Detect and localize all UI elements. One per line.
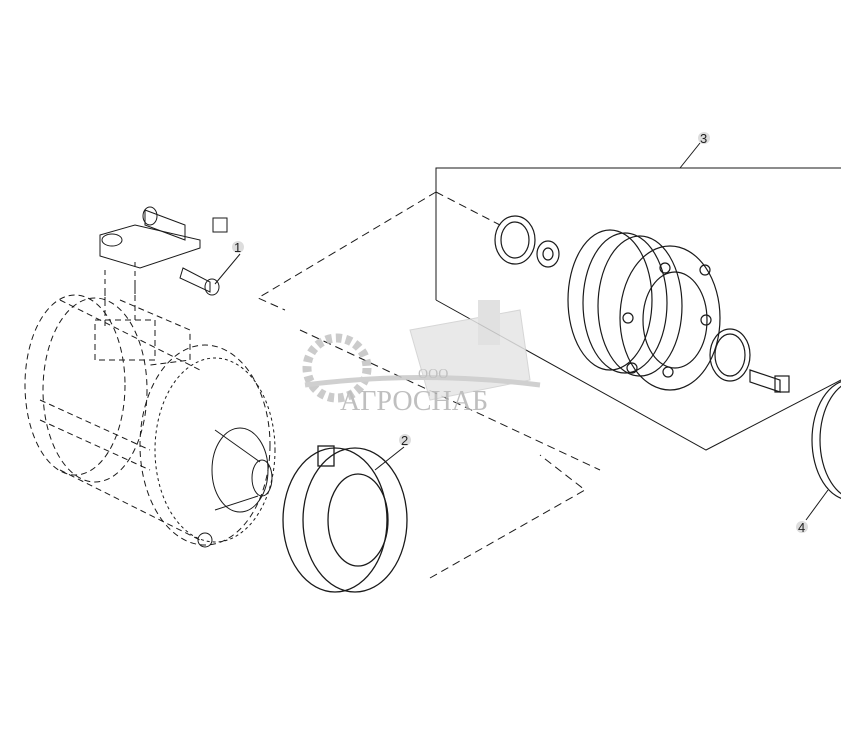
compressor bbox=[24, 285, 201, 541]
callout-label: 2 bbox=[401, 433, 408, 448]
callout-label: 3 bbox=[700, 131, 707, 146]
watermark-name: АГРОСНАБ bbox=[340, 386, 488, 417]
compressor-front-housing bbox=[139, 344, 276, 548]
watermark-logo: ООО АГРОСНАБ bbox=[302, 300, 541, 417]
callout-4: 4 bbox=[796, 520, 808, 535]
callout-3: 3 bbox=[698, 131, 710, 146]
clutch-plate-part-4 bbox=[811, 381, 841, 499]
callout-1: 1 bbox=[232, 240, 244, 255]
callout-leaders bbox=[214, 142, 829, 521]
bolt-part-1 bbox=[179, 267, 220, 296]
callout-label: 4 bbox=[798, 520, 805, 535]
field-coil bbox=[282, 445, 408, 593]
dashed-guide-lines bbox=[256, 191, 601, 579]
watermark-prefix: ООО bbox=[418, 367, 448, 382]
callout-label: 1 bbox=[234, 240, 241, 255]
pulley-assembly bbox=[494, 215, 790, 393]
sensor-assembly bbox=[99, 206, 228, 300]
callout-2: 2 bbox=[399, 433, 411, 448]
